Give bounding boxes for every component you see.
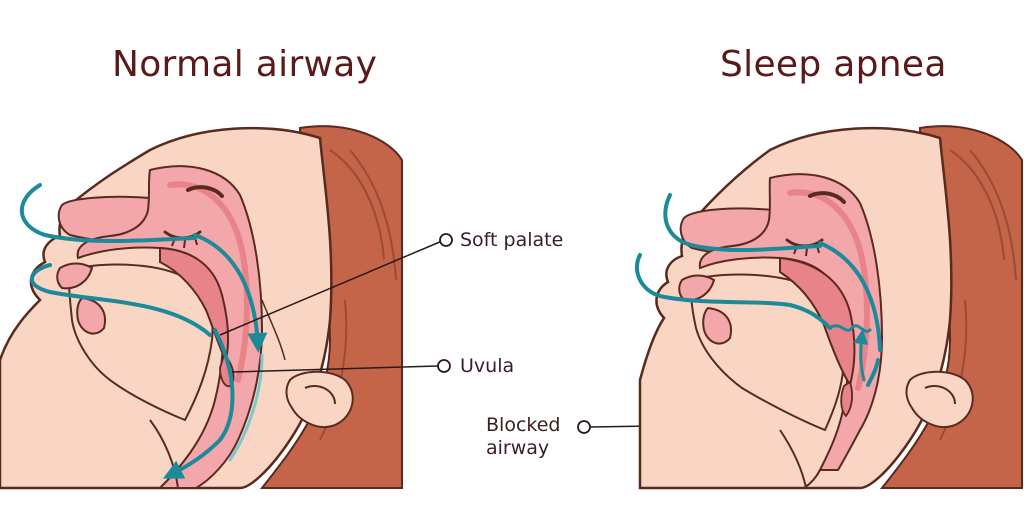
uvula-label: Uvula xyxy=(460,355,515,377)
airflow-arrows-right xyxy=(634,193,882,387)
blocked-airway-pointer-dot xyxy=(577,420,591,434)
uvula-pointer-dot xyxy=(437,359,451,373)
soft-palate-label: Soft palate xyxy=(460,229,564,251)
blocked-airway-label-line1: Blocked xyxy=(486,414,561,436)
soft-palate-pointer-line xyxy=(219,240,443,336)
soft-palate-pointer-dot xyxy=(439,233,453,247)
blocked-airway-label-line2: airway xyxy=(486,437,550,459)
uvula-pointer-line xyxy=(231,365,439,373)
sleep-apnea-title: Sleep apnea xyxy=(720,44,947,85)
normal-airway-illustration xyxy=(0,125,403,490)
normal-airway-title: Normal airway xyxy=(112,44,378,85)
ear-right xyxy=(905,370,974,428)
sleep-apnea-illustration xyxy=(634,125,1023,490)
airflow-arrows-left xyxy=(19,183,268,479)
callout-lines xyxy=(219,233,843,434)
ear-left xyxy=(285,370,354,428)
blocked-airway-label: Blocked airway xyxy=(486,414,606,460)
